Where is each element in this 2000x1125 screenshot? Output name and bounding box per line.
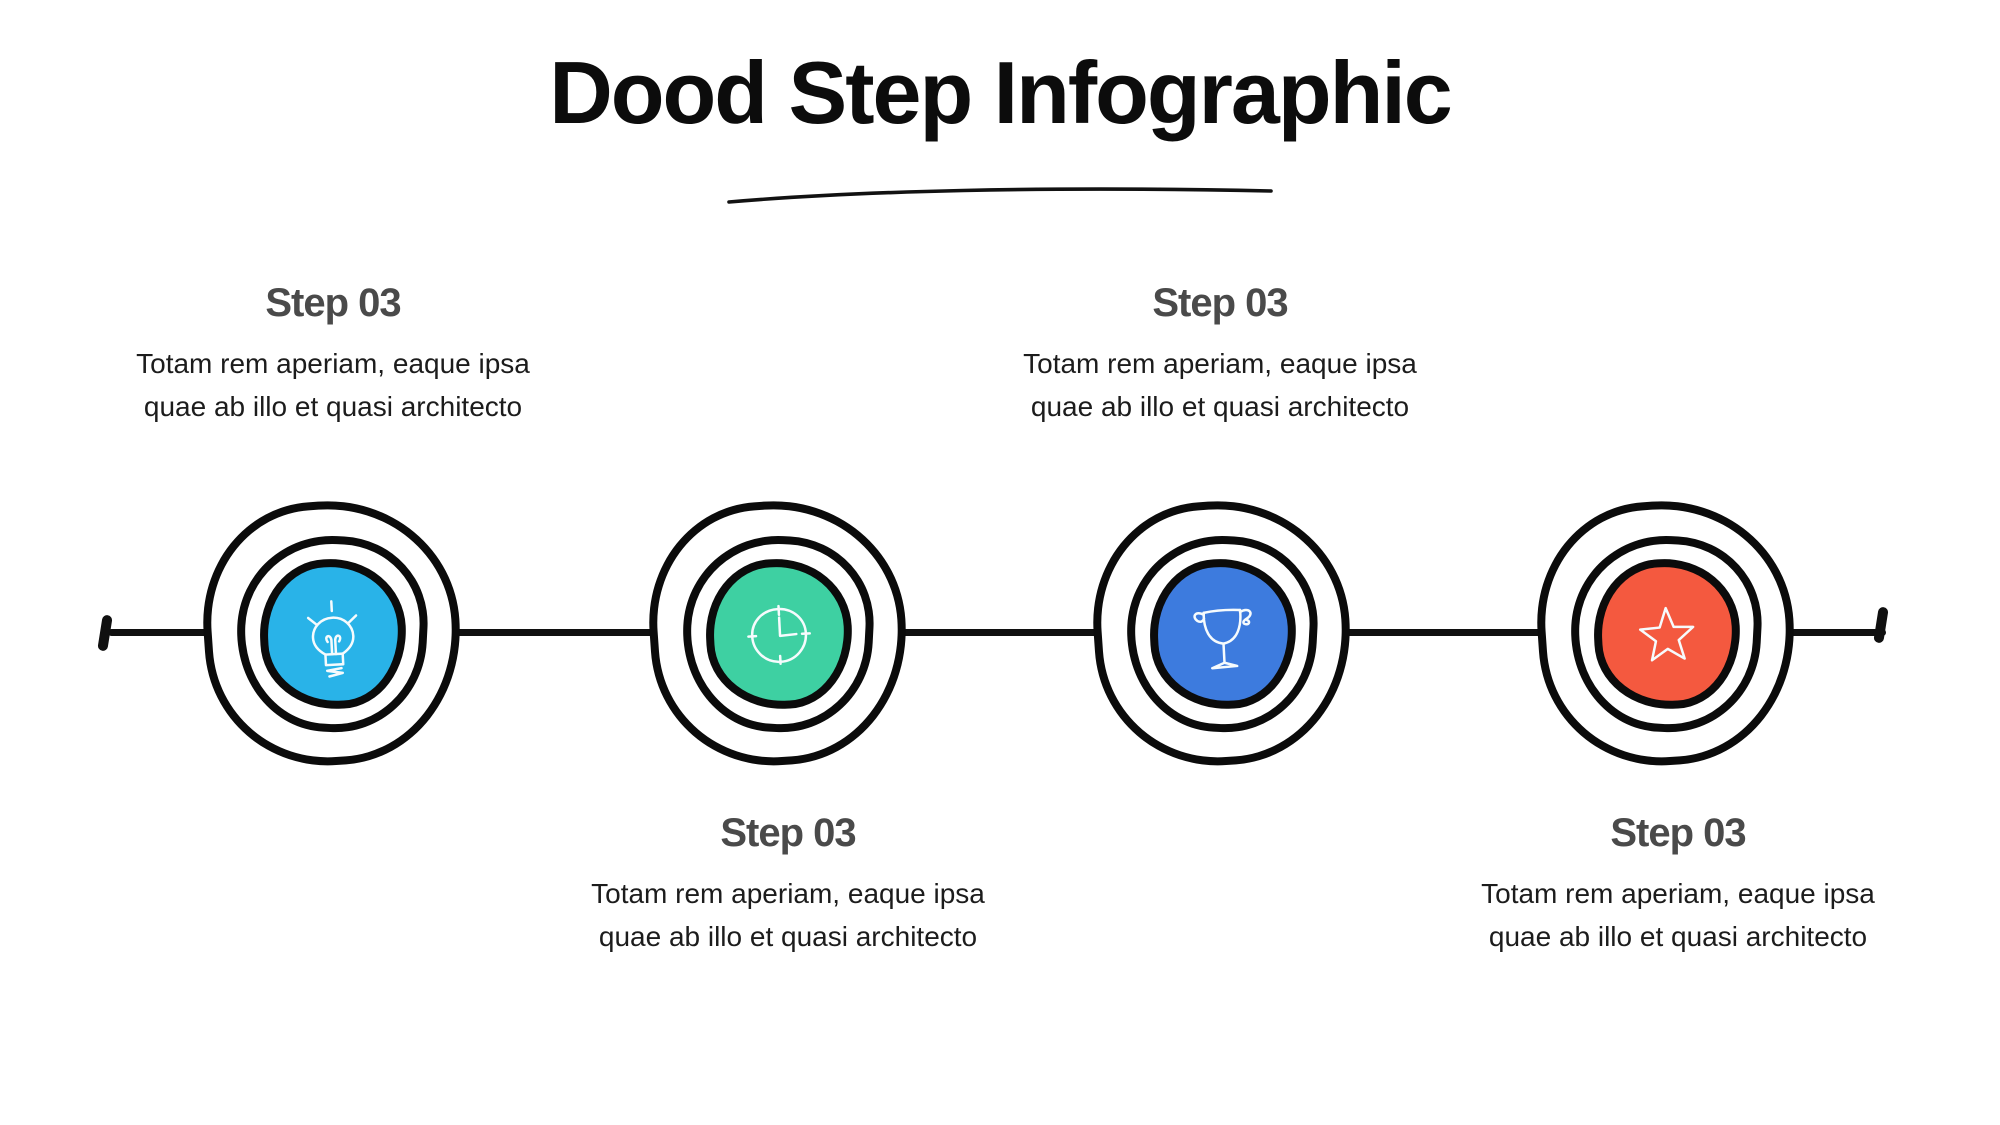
step-node-1 <box>195 492 469 774</box>
lightbulb-icon <box>306 600 358 678</box>
step-label-3: Step 03 Totam rem aperiam, eaque ipsa qu… <box>990 281 1450 428</box>
step-node-2 <box>641 492 915 774</box>
page-title: Dood Step Infographic <box>549 43 1453 142</box>
step-label-2: Step 03 Totam rem aperiam, eaque ipsa qu… <box>558 811 1018 958</box>
node-inner-circle <box>256 555 410 713</box>
clock-icon <box>747 604 811 665</box>
step-label-1: Step 03 Totam rem aperiam, eaque ipsa qu… <box>103 281 563 428</box>
node-inner-circle <box>1590 555 1744 713</box>
node-inner-circle <box>1146 555 1300 713</box>
step-heading: Step 03 <box>265 281 401 325</box>
step-label-4: Step 03 Totam rem aperiam, eaque ipsa qu… <box>1448 811 1908 958</box>
timeline-right-endcap <box>1873 606 1889 644</box>
step-heading: Step 03 <box>1610 811 1746 855</box>
step-node-3 <box>1085 492 1359 774</box>
step-heading: Step 03 <box>720 811 856 855</box>
step-description: Totam rem aperiam, eaque ipsa quae ab il… <box>1023 348 1417 422</box>
timeline-line <box>108 629 1886 636</box>
step-node-4 <box>1529 492 1803 774</box>
star-icon <box>1638 606 1695 662</box>
step-heading: Step 03 <box>1152 281 1288 325</box>
step-description: Totam rem aperiam, eaque ipsa quae ab il… <box>136 348 530 422</box>
step-description: Totam rem aperiam, eaque ipsa quae ab il… <box>1481 878 1875 952</box>
title-underline-stroke <box>727 187 1273 204</box>
node-inner-circle <box>702 555 856 713</box>
step-description: Totam rem aperiam, eaque ipsa quae ab il… <box>591 878 985 952</box>
trophy-icon <box>1193 608 1252 670</box>
